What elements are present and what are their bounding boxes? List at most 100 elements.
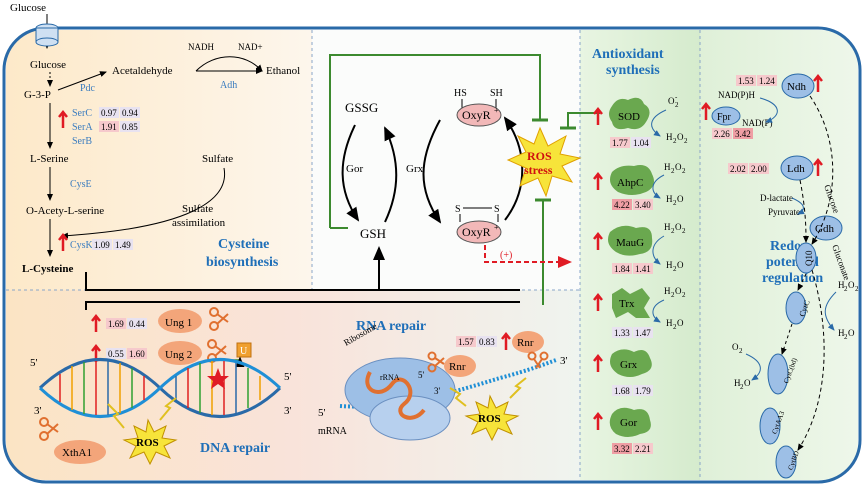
ung2-fold-a-box [106, 348, 126, 359]
grx-label: Grx [406, 163, 424, 175]
mrna-label: mRNA [318, 426, 348, 437]
scissors-icon-xtha [39, 417, 59, 441]
rrna-5prime: 5' [418, 370, 425, 380]
fpr-fold-a: 2.26 [714, 129, 730, 139]
ldh-fold-a: 2.02 [730, 164, 746, 174]
uracil-label: U [240, 346, 248, 357]
nadplus-label: NAD+ [238, 42, 263, 52]
cytc-cytbd-arrow [781, 323, 793, 355]
ldh-q10-arrow [799, 179, 809, 243]
rna-ros-star [464, 394, 520, 442]
gor-enzyme-label: Gor [620, 417, 637, 429]
up-arrow-ldh [813, 157, 823, 176]
cysK-enzyme: CysK [70, 240, 94, 251]
sod-fold-b: 1.04 [633, 138, 649, 148]
gdh-shape [809, 215, 843, 241]
ahpc-substrate-sub2: 2 [682, 167, 686, 175]
g3p-label: G-3-P [24, 89, 51, 101]
up-arrow-sod [593, 106, 603, 125]
cysK-fold-a-box [92, 239, 112, 250]
ldh-fold-a-box [728, 163, 748, 174]
sod-fold-a-box [610, 137, 630, 148]
antioxidant-title-1: Antioxidant [592, 47, 664, 62]
ahpc-fold-b-box [633, 199, 653, 210]
cytbd-shape [767, 353, 789, 395]
rna-ros-label: ROS [478, 413, 501, 425]
sulfate-assimilation-arrow [61, 167, 226, 239]
trx-substrate: H [664, 286, 671, 296]
fpr-fold-a-box [712, 128, 732, 139]
serC-enzyme: SerC [72, 108, 92, 119]
ldh-fold-b: 2.00 [751, 164, 767, 174]
grx-fold-b-box [633, 385, 653, 396]
oxyr-reduced-sup: + [494, 106, 499, 115]
gor-fold-a: 3.32 [614, 444, 630, 454]
rnr-shape [512, 331, 544, 353]
serB-enzyme: SerB [72, 136, 92, 147]
sod-product: H [666, 132, 673, 142]
ros-stress-2: stress [524, 163, 553, 177]
ndh-fold-b-box [757, 75, 777, 86]
redox-h2o-left: H [734, 378, 741, 388]
dna-5prime-left: 5' [30, 357, 38, 369]
oxyr-oxidize-arrow [503, 116, 524, 221]
dna-ros-bolt-1 [159, 397, 177, 421]
redox-h2o2-sub2: 2 [855, 285, 859, 293]
grx-enzyme-label: Grx [620, 359, 638, 371]
ros-stress-star [506, 126, 582, 198]
redox-h2o-left-sub: 2 [740, 383, 744, 391]
nadp-label: NAD(P) [742, 118, 773, 128]
trx-substrate-sub: 2 [671, 291, 675, 299]
adh-arrow [195, 56, 263, 72]
gor-shape [609, 407, 651, 437]
ldh-reaction-arrow [791, 197, 805, 215]
ahpc-fold-b: 3.40 [635, 200, 651, 210]
dlactate-label: D-lactate [760, 193, 793, 203]
sod-fold-a: 1.77 [612, 138, 628, 148]
sod-product-sub: 2 [673, 137, 677, 145]
redox-h2o-left-2: O [744, 378, 751, 388]
ndh-reaction-arrow [759, 97, 778, 123]
redox-title-3: regulation [762, 271, 823, 286]
sod-product-sub2: 2 [684, 137, 688, 145]
dna-3prime-left: 3' [34, 405, 42, 417]
acetaldehyde-label: Acetaldehyde [112, 65, 173, 77]
sod-label: SOD [618, 111, 640, 123]
trx-fold-b-box [633, 327, 653, 338]
dna-helix [38, 358, 282, 418]
serA-fold-b-box [120, 121, 140, 132]
ndh-label: Ndh [787, 81, 806, 93]
cell-membrane [2, 26, 862, 484]
redox-o2-arrow [745, 353, 761, 381]
trx-reaction-arrow [652, 299, 665, 323]
up-arrow-ung1 [91, 313, 101, 332]
maug-substrate-sub: 2 [671, 227, 675, 235]
ldh-label: Ldh [787, 163, 805, 175]
serC-fold-b: 0.94 [122, 108, 138, 118]
ung2-fold-a: 0.55 [108, 349, 124, 359]
cytaa3-shape [759, 407, 781, 445]
cytbd2-shape [775, 445, 797, 479]
serC-fold-a-box [99, 107, 119, 118]
ldh-fold-b-box [749, 163, 769, 174]
oxyr-oxidized-sup: + [494, 223, 499, 232]
up-arrow-grx [593, 353, 603, 372]
sod-inhibit-line [567, 112, 600, 128]
ndh-fold-a-box [736, 75, 756, 86]
cytc-shape [785, 291, 807, 325]
gor-fold-a-box [612, 443, 632, 454]
ndh-fold-b: 1.24 [759, 76, 775, 86]
antioxidant-title-2: synthesis [606, 63, 660, 78]
trx-product-2: O [677, 318, 684, 328]
serC-fold-b-box [120, 107, 140, 118]
xtha-shape [54, 440, 106, 464]
maug-reaction-arrow [652, 235, 665, 265]
maug-fold-b-box [633, 263, 653, 274]
trx-label: Trx [619, 298, 635, 310]
oxyr-oxidized-label: OxyR [462, 225, 491, 239]
oacetyl-label: O-Acety-L-serine [26, 205, 104, 217]
trx-substrate-2: O [675, 286, 682, 296]
pyruvate-label: Pyruvate [768, 207, 800, 217]
